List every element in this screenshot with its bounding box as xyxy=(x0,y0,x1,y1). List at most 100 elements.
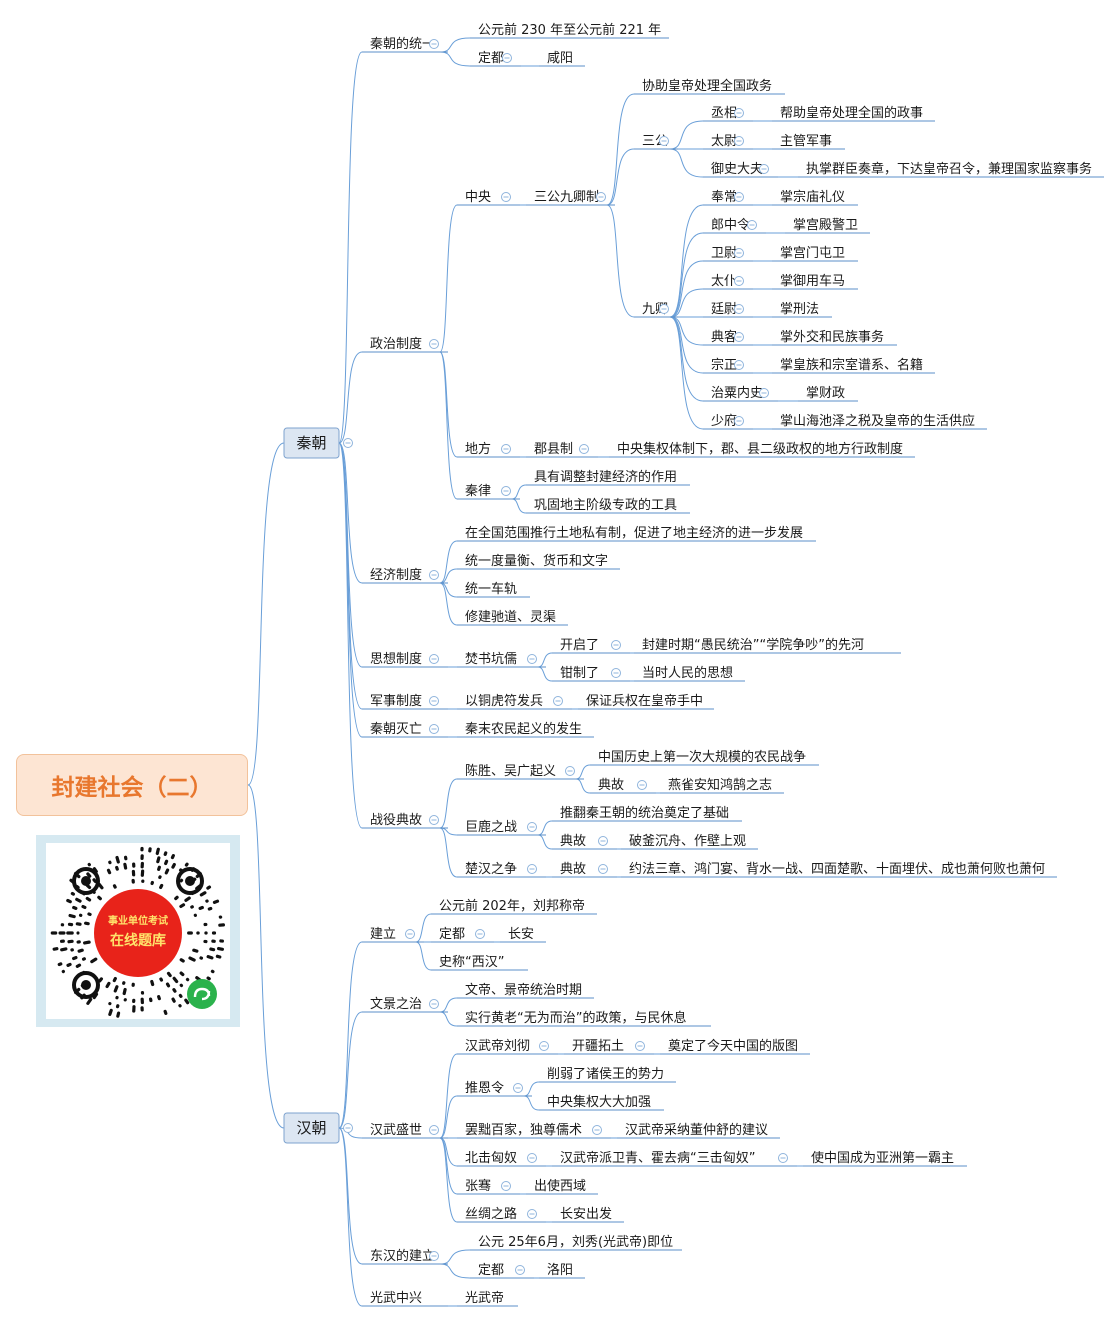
topic-econ-2[interactable]: 统一度量衡、货币和文字 xyxy=(457,553,620,570)
topic-burn-books[interactable]: 焚书坑儒 xyxy=(457,652,546,668)
topic-qin-capital[interactable]: 咸阳 xyxy=(539,51,585,67)
topic-dingdu[interactable]: 定都 xyxy=(470,1263,534,1279)
topic-zongzheng[interactable]: 宗正 xyxy=(703,357,753,374)
topic-diangu[interactable]: 典故 xyxy=(552,862,617,878)
topic-kaijiang-desc[interactable]: 奠定了今天中国的版图 xyxy=(660,1038,810,1055)
topic-han[interactable]: 汉朝 xyxy=(283,1112,353,1144)
topic-julu[interactable]: 巨鹿之战 xyxy=(457,819,546,836)
topic-sangong-jiuqing[interactable]: 三公九卿制 xyxy=(526,190,615,206)
topic-econ-4[interactable]: 修建驰道、灵渠 xyxy=(457,610,568,626)
topic-tuienling-2[interactable]: 中央集权大大加强 xyxy=(539,1094,664,1111)
topic-qin-fall[interactable]: 秦朝灭亡 xyxy=(362,722,448,738)
topic-zhisu[interactable]: 治粟内史 xyxy=(703,385,778,402)
topic-taipu[interactable]: 太仆 xyxy=(703,274,753,290)
topic-tingwei-desc[interactable]: 掌刑法 xyxy=(772,302,832,318)
topic-tiger-tally[interactable]: 以铜虎符发兵 xyxy=(457,693,572,710)
topic-military[interactable]: 军事制度 xyxy=(362,693,448,710)
topic-dingdu[interactable]: 定都 xyxy=(431,927,494,943)
topic-diangu[interactable]: 典故 xyxy=(552,834,617,850)
topic-rujia-desc[interactable]: 汉武帝采纳董仲舒的建议 xyxy=(617,1122,780,1139)
topic-central[interactable]: 中央 xyxy=(457,190,520,206)
topic-tingwei[interactable]: 廷尉 xyxy=(703,302,753,318)
topic-fengchang-desc[interactable]: 掌宗庙礼仪 xyxy=(772,189,858,206)
topic-chen-wu-1[interactable]: 中国历史上第一次大规模的农民战争 xyxy=(590,749,819,766)
topic-qin-capital-label[interactable]: 定都 xyxy=(470,51,521,67)
topic-rujia[interactable]: 罢黜百家，独尊儒术 xyxy=(457,1122,611,1139)
topic-tuienling[interactable]: 推恩令 xyxy=(457,1081,532,1097)
topic-qin-unify[interactable]: 秦朝的统一 xyxy=(362,36,448,53)
topic-julu-1[interactable]: 推翻秦王朝的统治奠定了基础 xyxy=(552,805,742,822)
topic-chuhan-story[interactable]: 约法三章、鸿门宴、背水一战、四面楚歌、十面埋伏、成也萧何败也萧何 xyxy=(621,861,1057,878)
topic-changan[interactable]: 长安 xyxy=(500,927,546,943)
topic-donghan-date[interactable]: 公元 25年6月，刘秀(光武帝)即位 xyxy=(470,1234,682,1251)
topic-tuienling-1[interactable]: 削弱了诸侯王的势力 xyxy=(539,1066,676,1083)
topic-zhangqian[interactable]: 张骞 xyxy=(457,1178,520,1195)
topic-assist-emperor[interactable]: 协助皇帝处理全国政务 xyxy=(634,78,785,95)
topic-guangwu[interactable]: 光武中兴 xyxy=(362,1291,448,1307)
topic-junxian-desc[interactable]: 中央集权体制下，郡、县二级政权的地方行政制度 xyxy=(609,441,915,458)
topic-est-date[interactable]: 公元前 202年，刘邦称帝 xyxy=(431,898,597,915)
topic-julu-story[interactable]: 破釜沉舟、作壁上观 xyxy=(621,834,758,850)
topic-econ-3[interactable]: 统一车轨 xyxy=(457,581,530,598)
topic-tiger-desc[interactable]: 保证兵权在皇帝手中 xyxy=(578,693,714,710)
topic-liuche[interactable]: 汉武帝刘彻 xyxy=(457,1038,558,1055)
topic-junxian[interactable]: 郡县制 xyxy=(526,442,598,458)
topic-econ-1[interactable]: 在全国范围推行土地私有制，促进了地主经济的进一步发展 xyxy=(457,525,816,542)
topic-taiwei[interactable]: 太尉 xyxy=(703,134,753,150)
topic-sangong[interactable]: 三公 xyxy=(634,134,678,150)
topic-donghan[interactable]: 东汉的建立 xyxy=(362,1248,448,1265)
topic-thought[interactable]: 思想制度 xyxy=(362,651,448,668)
topic-suppressed-desc[interactable]: 当时人民的思想 xyxy=(634,665,745,682)
topic-qinlv-1[interactable]: 具有调整封建经济的作用 xyxy=(526,469,690,486)
topic-qinlv[interactable]: 秦律 xyxy=(457,484,520,500)
topic-zhangqian-desc[interactable]: 出使西域 xyxy=(526,1178,598,1195)
topic-xihan[interactable]: 史称“西汉” xyxy=(431,955,528,971)
topic-wenjing-2[interactable]: 实行黄老“无为而治”的政策，与民休息 xyxy=(457,1010,711,1027)
topic-local[interactable]: 地方 xyxy=(457,441,520,458)
topic-guangwu-desc[interactable]: 光武帝 xyxy=(457,1290,518,1307)
topic-xiongnu[interactable]: 北击匈奴 xyxy=(457,1150,546,1167)
topic-silk[interactable]: 丝绸之路 xyxy=(457,1206,546,1223)
topic-kaijiang[interactable]: 开疆拓土 xyxy=(564,1039,654,1055)
topic-qin[interactable]: 秦朝 xyxy=(283,427,353,459)
topic-taiwei-desc[interactable]: 主管军事 xyxy=(772,134,845,150)
topic-chen-wu[interactable]: 陈胜、吴广起义 xyxy=(457,763,584,780)
topic-langzhongling[interactable]: 郎中令 xyxy=(703,218,766,234)
topic-jiuqing[interactable]: 九卿 xyxy=(634,302,678,318)
topic-shaofu-desc[interactable]: 掌山海池泽之税及皇帝的生活供应 xyxy=(772,413,987,430)
topic-diangu[interactable]: 典故 xyxy=(590,778,656,794)
topic-silk-desc[interactable]: 长安出发 xyxy=(552,1206,624,1223)
topic-chengxiang[interactable]: 丞相 xyxy=(703,106,753,122)
topic-xiongnu-desc[interactable]: 汉武帝派卫青、霍去病“三击匈奴” xyxy=(552,1150,797,1167)
topic-yushi[interactable]: 御史大夫 xyxy=(703,162,778,178)
topic-dianke-desc[interactable]: 掌外交和民族事务 xyxy=(772,329,897,346)
topic-chengxiang-desc[interactable]: 帮助皇帝处理全国的政事 xyxy=(772,105,935,122)
topic-luoyang[interactable]: 洛阳 xyxy=(539,1263,585,1279)
topic-qin-politics[interactable]: 政治制度 xyxy=(362,336,448,353)
topic-suppressed[interactable]: 钳制了 xyxy=(552,666,630,682)
topic-battles[interactable]: 战役典故 xyxy=(362,813,448,829)
topic-zhisu-desc[interactable]: 掌财政 xyxy=(798,386,858,402)
topic-fengchang[interactable]: 奉常 xyxy=(703,190,753,206)
topic-chuhan[interactable]: 楚汉之争 xyxy=(457,862,546,878)
topic-chen-wu-story[interactable]: 燕雀安知鸿鹄之志 xyxy=(660,777,784,794)
topic-yushi-desc[interactable]: 执掌群臣奏章，下达皇帝召令，兼理国家监察事务 xyxy=(798,161,1104,178)
topic-qinlv-2[interactable]: 巩固地主阶级专政的工具 xyxy=(526,497,690,514)
topic-shaofu[interactable]: 少府 xyxy=(703,414,753,430)
topic-zongzheng-desc[interactable]: 掌皇族和宗室谱系、名籍 xyxy=(772,357,935,374)
topic-opened[interactable]: 开启了 xyxy=(552,638,630,654)
topic-weiwei[interactable]: 卫尉 xyxy=(703,246,753,262)
topic-hanwu[interactable]: 汉武盛世 xyxy=(362,1123,448,1139)
topic-opened-desc[interactable]: 封建时期“愚民统治”“学院争吵”的先河 xyxy=(634,637,901,654)
topic-taipu-desc[interactable]: 掌御用车马 xyxy=(772,273,858,290)
topic-establish[interactable]: 建立 xyxy=(362,927,424,943)
topic-wenjing[interactable]: 文景之治 xyxy=(362,997,448,1013)
topic-economy[interactable]: 经济制度 xyxy=(362,567,448,584)
topic-weiwei-desc[interactable]: 掌宫门屯卫 xyxy=(772,246,858,262)
topic-qin-unify-date[interactable]: 公元前 230 年至公元前 221 年 xyxy=(470,22,669,39)
topic-xiongnu-result[interactable]: 使中国成为亚洲第一霸主 xyxy=(803,1150,967,1167)
topic-qin-fall-desc[interactable]: 秦末农民起义的发生 xyxy=(457,721,594,738)
topic-langzhongling-desc[interactable]: 掌宫殿警卫 xyxy=(785,217,870,234)
topic-wenjing-1[interactable]: 文帝、景帝统治时期 xyxy=(457,982,594,999)
topic-dianke[interactable]: 典客 xyxy=(703,329,753,346)
